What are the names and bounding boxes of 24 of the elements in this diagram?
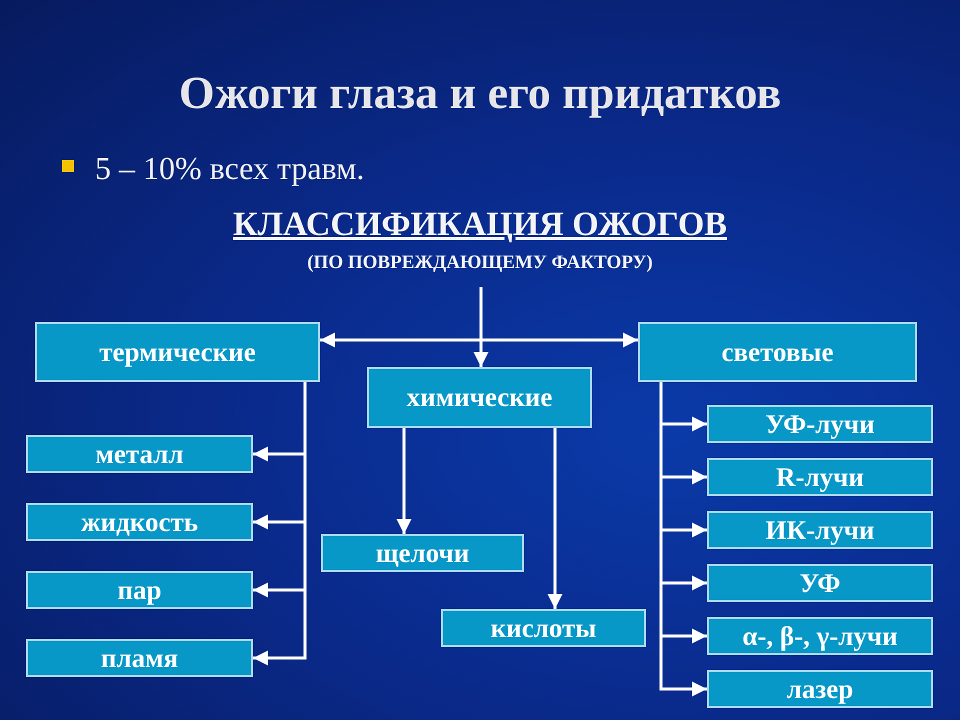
category-box: кислоты <box>441 609 646 647</box>
category-box: щелочи <box>321 534 524 572</box>
category-box: ИК-лучи <box>707 511 933 549</box>
category-box: УФ-лучи <box>707 405 933 443</box>
category-box: УФ <box>707 564 933 602</box>
category-box: металл <box>26 435 253 473</box>
category-box: пар <box>26 571 253 609</box>
category-box: α-, β-, γ-лучи <box>707 617 933 655</box>
section-subheading: (ПО ПОВРЕЖДАЮЩЕМУ ФАКТОРУ) <box>307 252 653 274</box>
category-box: лазер <box>707 670 933 708</box>
bullet-text: 5 – 10% всех травм. <box>95 150 364 187</box>
arrow <box>253 382 306 666</box>
arrow <box>396 428 412 534</box>
category-box: световые <box>638 322 917 382</box>
arrow <box>548 428 562 609</box>
category-box: пламя <box>26 639 253 677</box>
arrow <box>660 382 707 696</box>
section-heading: КЛАССИФИКАЦИЯ ОЖОГОВ <box>233 205 727 245</box>
category-box: R-лучи <box>707 458 933 496</box>
category-box: термические <box>35 322 320 382</box>
arrow <box>480 287 638 348</box>
category-box: химические <box>367 367 592 428</box>
category-box: жидкость <box>26 503 253 541</box>
slide-title: Ожоги глаза и его придатков <box>178 66 782 119</box>
